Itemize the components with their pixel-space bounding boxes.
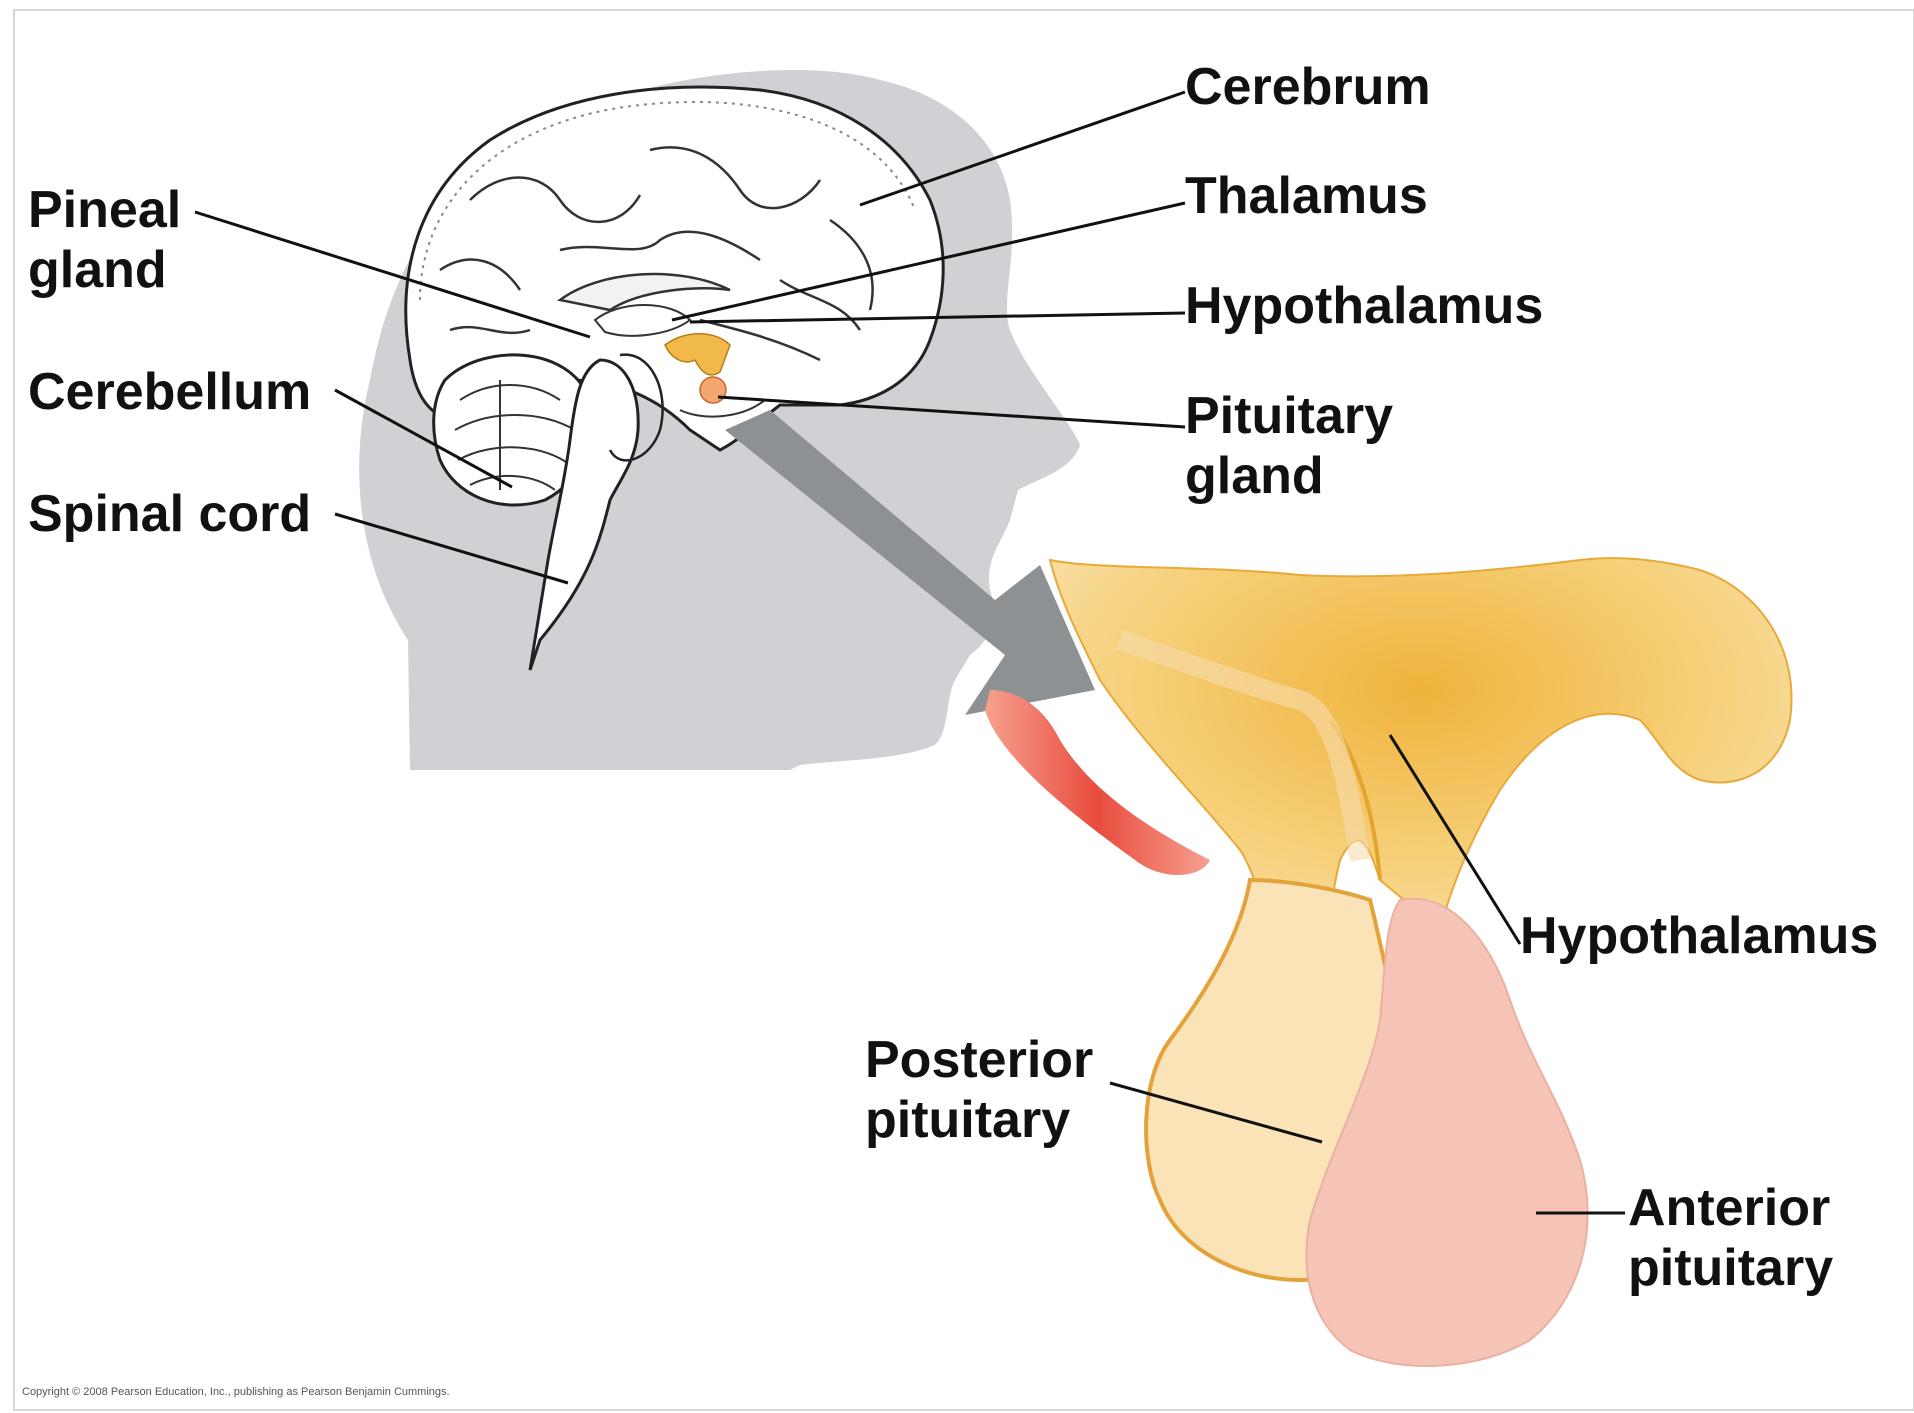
pituitary-small xyxy=(700,377,726,403)
label-pituitary-line2: gland xyxy=(1185,446,1324,506)
label-anterior-line1: Anterior xyxy=(1628,1178,1830,1238)
label-posterior-line1: Posterior xyxy=(865,1030,1093,1090)
label-hypothalamus: Hypothalamus xyxy=(1185,276,1543,336)
label-spinal-cord: Spinal cord xyxy=(28,484,311,544)
copyright-notice: Copyright © 2008 Pearson Education, Inc.… xyxy=(22,1386,450,1398)
label-pineal-line1: Pineal xyxy=(28,180,181,240)
label-pineal-line2: gland xyxy=(28,240,167,300)
label-cerebrum: Cerebrum xyxy=(1185,57,1431,117)
label-cerebellum: Cerebellum xyxy=(28,362,311,422)
label-hypothalamus-detail: Hypothalamus xyxy=(1520,906,1878,966)
label-pituitary-line1: Pituitary xyxy=(1185,386,1393,446)
label-thalamus: Thalamus xyxy=(1185,166,1428,226)
label-posterior-line2: pituitary xyxy=(865,1090,1070,1150)
label-anterior-line2: pituitary xyxy=(1628,1238,1833,1298)
